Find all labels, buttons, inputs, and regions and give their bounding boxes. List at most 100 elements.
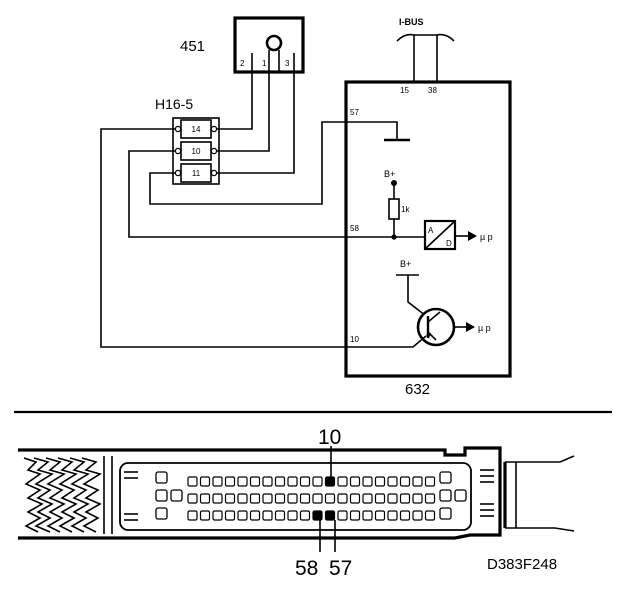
connector-pin xyxy=(387,476,398,487)
connector-pin xyxy=(237,476,248,487)
connector-pin xyxy=(312,493,323,504)
highlighted-pin xyxy=(312,510,323,521)
connector-pin xyxy=(337,493,348,504)
wire-451-pin1-to-h16-10 xyxy=(217,72,270,152)
connector-pin xyxy=(249,510,261,521)
module-label: 632 xyxy=(405,381,430,398)
connector-pin xyxy=(362,493,373,504)
connector-pin xyxy=(224,510,236,521)
pin-label-38: 38 xyxy=(428,86,437,95)
wire-input-10 xyxy=(100,128,346,348)
supply-label: B+ xyxy=(384,169,395,179)
connector-terminal xyxy=(210,147,218,155)
highlighted-pin xyxy=(324,510,336,521)
connector-pin xyxy=(374,493,386,504)
large-pin xyxy=(170,489,183,502)
internal-input-line xyxy=(346,335,427,348)
wire-451-pin3-to-h16-11 xyxy=(217,72,295,174)
connector-pin xyxy=(287,476,298,487)
sensor-label: 451 xyxy=(180,38,205,55)
connector-pin xyxy=(299,476,311,487)
connector-pin xyxy=(399,493,411,504)
wiring xyxy=(100,72,346,348)
connector-pin xyxy=(262,476,273,487)
sensor-pin-label: 3 xyxy=(285,59,290,68)
resistor-icon xyxy=(388,198,400,220)
connector-pin xyxy=(312,476,323,487)
connector-pin xyxy=(212,493,223,504)
connector-pin xyxy=(212,510,223,521)
resistor-label: 1k xyxy=(401,205,410,214)
module-housing xyxy=(344,80,512,378)
connector-pin xyxy=(287,493,298,504)
connector-terminal xyxy=(174,169,182,177)
connector-pin xyxy=(412,476,423,487)
pin-label-10: 10 xyxy=(350,335,359,344)
ad-label-a: A xyxy=(428,226,434,235)
connector-pin xyxy=(249,493,261,504)
connector-pin xyxy=(212,476,223,487)
figure-code: D383F248 xyxy=(487,556,557,573)
connector-h16-5: H16-5 14 10 11 xyxy=(155,96,220,185)
arrow-right-icon xyxy=(468,231,477,241)
connector-pin xyxy=(412,510,423,521)
pin-label-58: 58 xyxy=(350,224,359,233)
connector-pin xyxy=(187,510,198,521)
connector-pin xyxy=(412,493,423,504)
connector-pin-label: 10 xyxy=(192,147,201,156)
connector-pin xyxy=(237,493,248,504)
arrow-right-icon xyxy=(466,322,475,332)
bus-label: I-BUS xyxy=(399,17,424,27)
connector-pin-label: 11 xyxy=(192,169,201,178)
large-pin xyxy=(454,489,467,502)
connector-pin xyxy=(299,493,311,504)
connector-terminal xyxy=(174,125,182,133)
connector-pin xyxy=(374,510,386,521)
connector-pin xyxy=(274,476,286,487)
connector-pin xyxy=(387,493,398,504)
housing-ridges xyxy=(124,469,494,521)
mcu-label: µ p xyxy=(478,323,491,333)
internal-ground-line xyxy=(346,121,398,140)
wire-451-pin2-to-h16-14 xyxy=(217,72,253,130)
large-pin xyxy=(155,489,168,502)
pin-label-15: 15 xyxy=(400,86,409,95)
pin-callout-10: 10 xyxy=(318,426,341,449)
transistor-emitter xyxy=(427,331,437,341)
connector-pin xyxy=(349,493,361,504)
large-pin xyxy=(439,507,452,520)
connector-pin xyxy=(424,510,436,521)
transistor-arrow-icon xyxy=(426,333,431,338)
sensor-pin-label: 1 xyxy=(262,59,267,68)
connector-pin xyxy=(337,476,348,487)
connector-pin xyxy=(374,476,386,487)
bus-bracket xyxy=(396,33,455,42)
housing-tab xyxy=(505,455,575,463)
large-pin xyxy=(155,507,168,520)
connector-label: H16-5 xyxy=(155,96,193,112)
transistor-collector-line xyxy=(407,275,427,317)
large-pin xyxy=(155,471,168,484)
connector-pin xyxy=(224,493,236,504)
connector-pin xyxy=(262,510,273,521)
pin-callout-58: 58 xyxy=(295,557,318,580)
connector-pin xyxy=(187,493,198,504)
connector-pin xyxy=(262,493,273,504)
connector-pin xyxy=(349,476,361,487)
connector-pin xyxy=(199,493,211,504)
connector-pin xyxy=(424,476,436,487)
connector-pin-label: 14 xyxy=(192,125,201,134)
ad-label-d: D xyxy=(446,239,452,248)
mcu-label: µ p xyxy=(480,232,493,242)
connector-pin xyxy=(299,510,311,521)
connector-pin xyxy=(362,510,373,521)
connector-pin xyxy=(399,476,411,487)
connector-terminal xyxy=(210,169,218,177)
supply-label: B+ xyxy=(400,259,411,269)
connector-pin xyxy=(424,493,436,504)
connector-pin xyxy=(324,493,336,504)
connector-housing xyxy=(18,446,502,540)
wire-bundle xyxy=(23,456,113,534)
connector-pin xyxy=(349,510,361,521)
